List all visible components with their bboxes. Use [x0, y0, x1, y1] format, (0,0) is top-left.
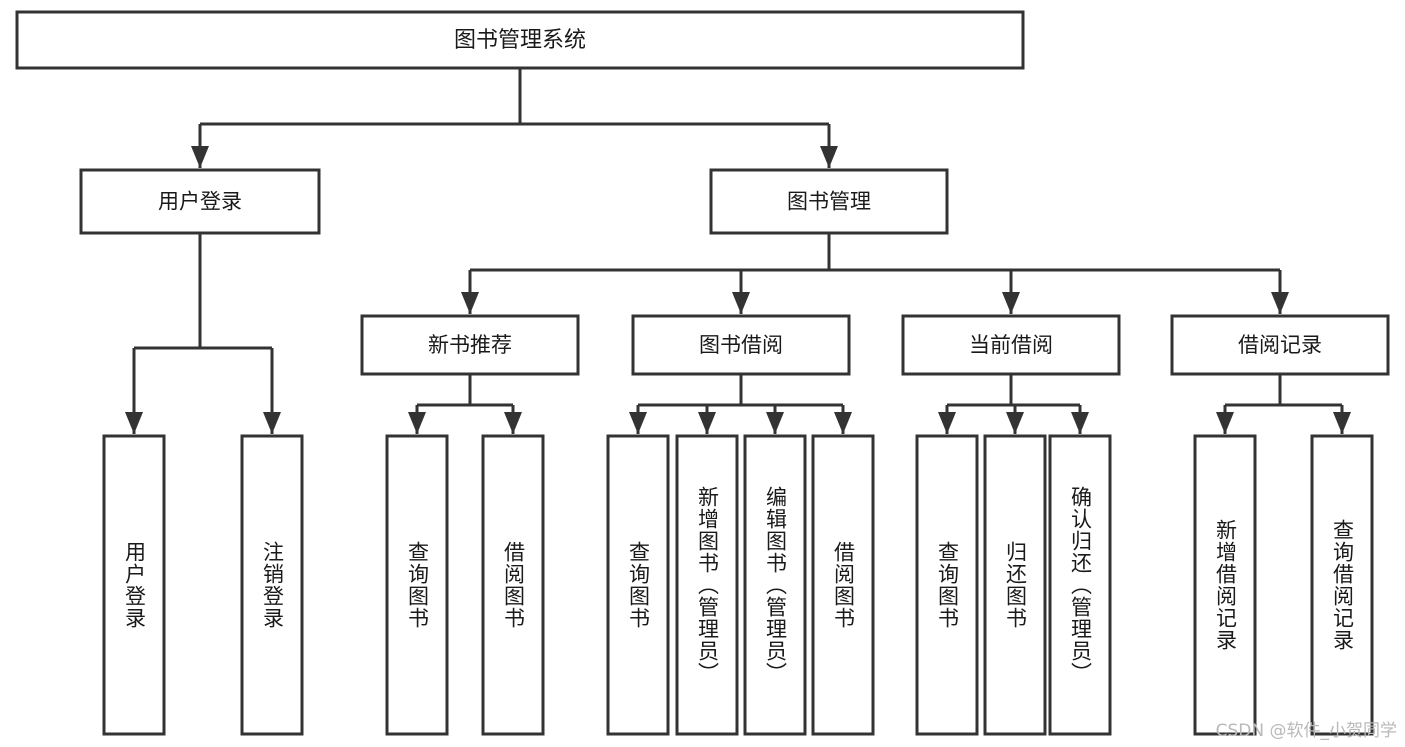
node-label-current-borrow: 当前借阅 [969, 333, 1053, 357]
node-box-current-borrow[interactable] [901, 314, 1121, 376]
node-box-leaf-query-book-1[interactable] [385, 434, 449, 736]
node-box-leaf-add-record[interactable] [1193, 434, 1257, 736]
node-box-leaf-query-record[interactable] [1310, 434, 1374, 736]
arrow-head-icon [1333, 412, 1351, 434]
node-box-user-login[interactable] [79, 168, 321, 235]
node-box-leaf-edit-book[interactable] [743, 434, 807, 736]
arrow-head-icon [732, 292, 750, 314]
node-box-leaf-logout[interactable] [240, 434, 304, 736]
arrow-head-icon [1271, 292, 1289, 314]
node-label-borrow-record: 借阅记录 [1238, 333, 1322, 357]
node-label-book-borrow: 图书借阅 [699, 333, 783, 357]
arrow-head-icon [1071, 412, 1089, 434]
arrow-head-icon [820, 146, 838, 168]
node-box-leaf-add-book[interactable] [675, 434, 739, 736]
arrow-head-icon [125, 412, 143, 434]
node-box-leaf-return-book[interactable] [983, 434, 1047, 736]
node-label-user-login: 用户登录 [158, 190, 242, 214]
connector-lines-group [125, 68, 1351, 434]
arrow-head-icon [629, 412, 647, 434]
node-box-leaf-query-book-2[interactable] [606, 434, 670, 736]
arrow-head-icon [766, 412, 784, 434]
arrow-head-icon [263, 412, 281, 434]
node-box-leaf-query-book-3[interactable] [915, 434, 979, 736]
node-box-leaf-confirm-return[interactable] [1048, 434, 1112, 736]
node-box-book-borrow[interactable] [631, 314, 851, 376]
arrow-head-icon [1006, 412, 1024, 434]
node-label-root: 图书管理系统 [454, 28, 586, 53]
arrow-head-icon [938, 412, 956, 434]
arrow-head-icon [461, 292, 479, 314]
node-label-new-book-recommend: 新书推荐 [428, 333, 512, 357]
watermark-text: CSDN @软件_小贺同学 [1215, 721, 1397, 741]
node-box-leaf-user-login[interactable] [102, 434, 166, 736]
arrow-head-icon [504, 412, 522, 434]
node-boxes-group [15, 10, 1390, 736]
node-label-book-manage: 图书管理 [787, 190, 871, 214]
node-box-root[interactable] [15, 10, 1025, 70]
node-box-borrow-record[interactable] [1170, 314, 1390, 376]
arrow-head-icon [1002, 292, 1020, 314]
arrow-head-icon [191, 146, 209, 168]
arrow-head-icon [698, 412, 716, 434]
node-box-leaf-borrow-book-1[interactable] [481, 434, 545, 736]
arrow-head-icon [1216, 412, 1234, 434]
arrow-head-icon [834, 412, 852, 434]
node-box-new-book-recommend[interactable] [360, 314, 580, 376]
node-box-book-manage[interactable] [709, 168, 949, 235]
arrow-head-icon [408, 412, 426, 434]
node-box-leaf-borrow-book-2[interactable] [811, 434, 875, 736]
